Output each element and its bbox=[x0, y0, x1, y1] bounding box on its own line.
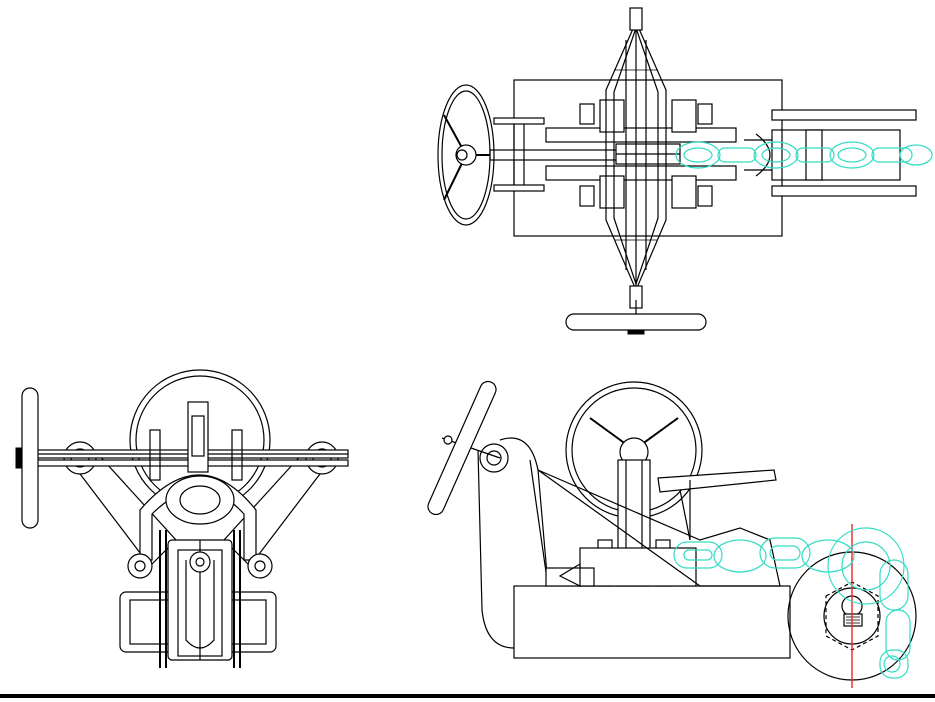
front-handwheel-left bbox=[15, 387, 39, 529]
side-handwheel-tilted bbox=[427, 380, 497, 516]
top-drum-assembly bbox=[545, 99, 737, 209]
front-rods bbox=[127, 530, 273, 668]
side-chain bbox=[673, 527, 911, 679]
top-view bbox=[437, 7, 933, 335]
front-view bbox=[15, 369, 349, 668]
front-pulley bbox=[167, 539, 233, 661]
side-base-plate bbox=[513, 585, 791, 659]
side-view bbox=[427, 380, 917, 688]
top-sheave-vertical bbox=[605, 7, 667, 309]
top-handwheel-bottom bbox=[565, 300, 707, 335]
top-chain bbox=[675, 141, 933, 169]
side-column bbox=[545, 459, 697, 587]
top-right-arm bbox=[744, 109, 917, 197]
side-lever-arm bbox=[537, 469, 781, 587]
drawing-border-bottom bbox=[0, 694, 935, 698]
top-handwheel-left bbox=[437, 84, 495, 226]
front-center-column bbox=[139, 401, 257, 561]
